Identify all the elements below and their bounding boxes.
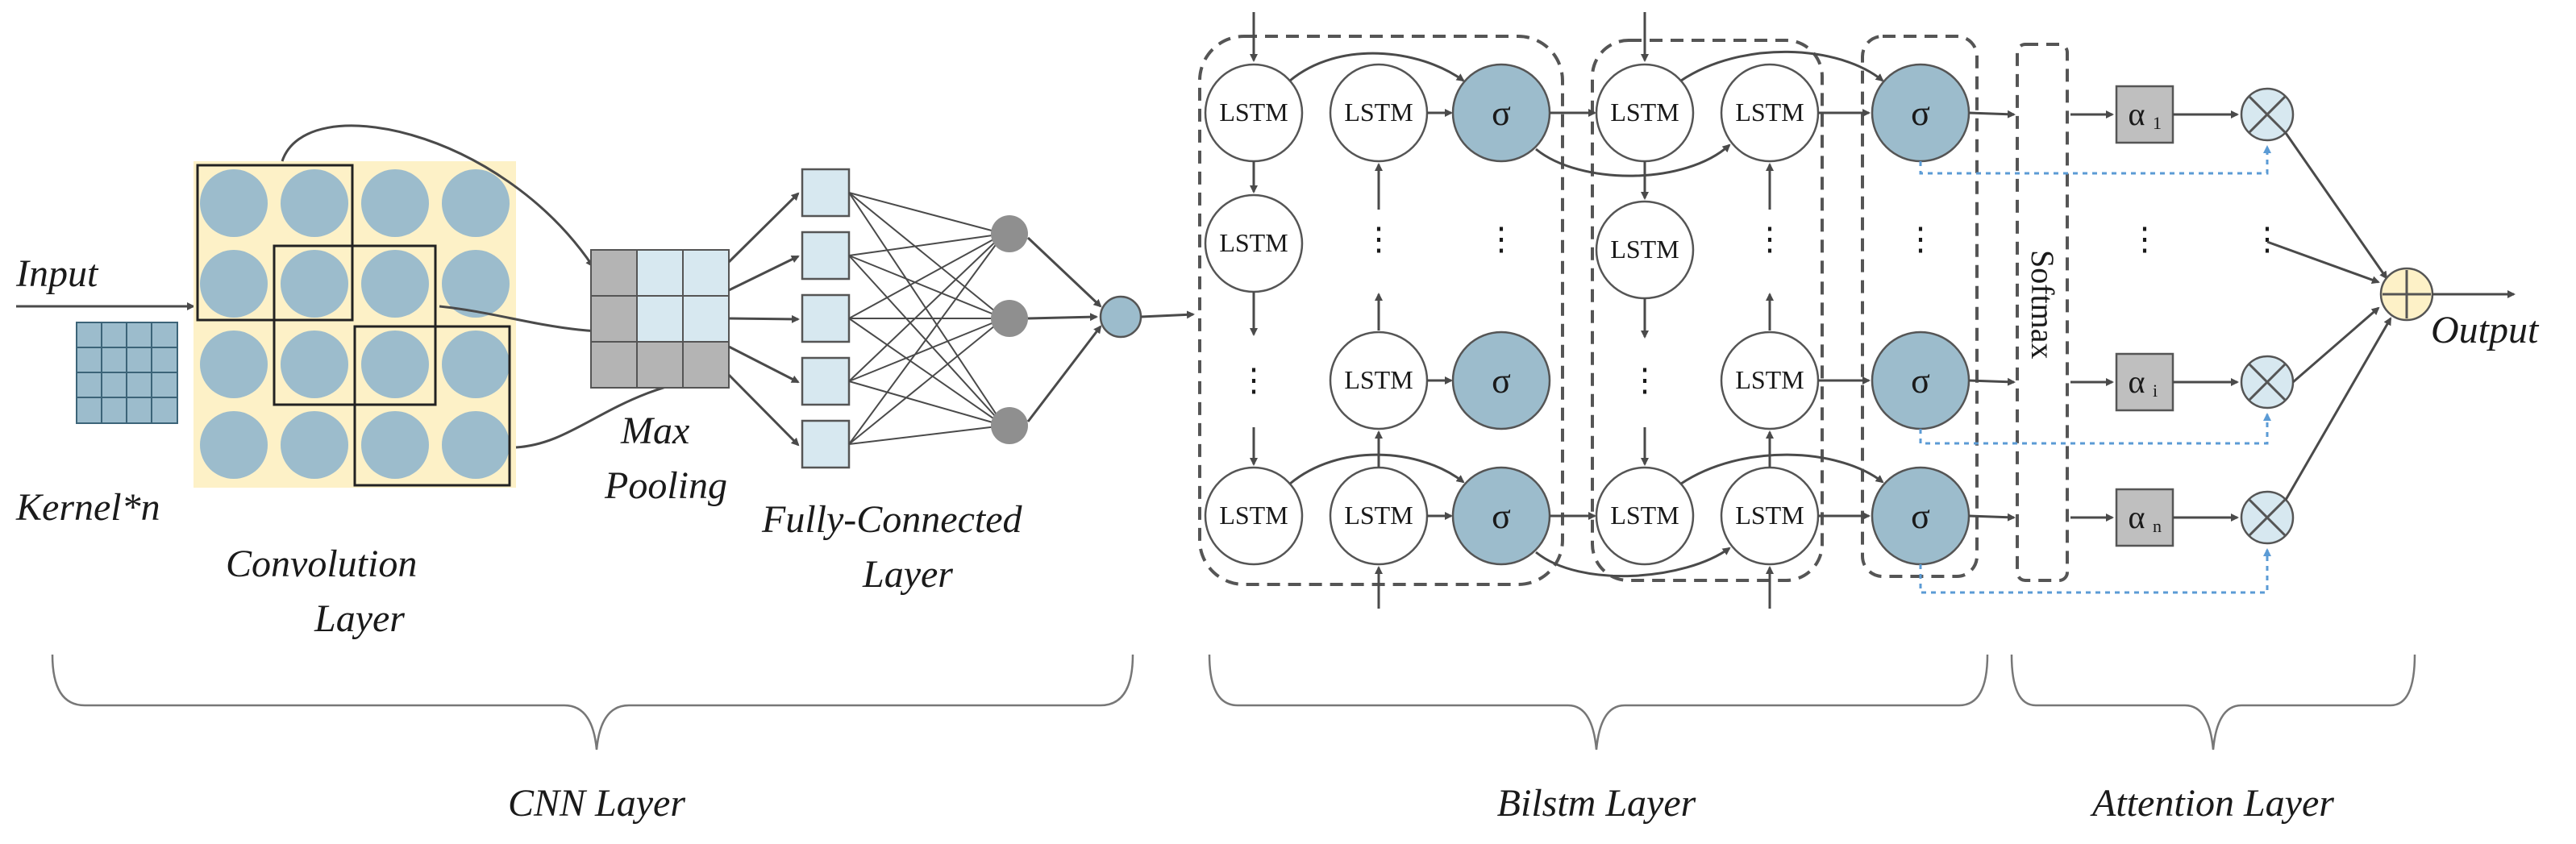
maxpool-label-1: Max — [620, 410, 689, 452]
svg-text:σ: σ — [1492, 497, 1511, 536]
sigma-node: σ — [1871, 466, 1970, 566]
softmax-box — [2016, 43, 2069, 582]
sigma-node: σ — [1451, 63, 1551, 163]
conv-label-2: Layer — [314, 597, 405, 640]
section-label-cnn: CNN Layer — [508, 782, 685, 825]
section-braces — [51, 654, 2416, 750]
lstm-cell: LSTM — [1329, 63, 1429, 163]
maxpool-grid — [590, 249, 730, 389]
multiply-node-i — [2240, 355, 2295, 410]
bilstm-block: LSTM LSTM ⋮ LSTM LSTM ⋮ LSTM LSTM — [1198, 12, 1979, 609]
lstm-cell: LSTM — [1204, 63, 1304, 163]
svg-text:LSTM: LSTM — [1344, 98, 1413, 127]
lstm-cell: LSTM — [1720, 331, 1820, 430]
softmax-label: Softmax — [2025, 250, 2061, 360]
svg-text:σ: σ — [1492, 94, 1511, 133]
svg-text:σ: σ — [1492, 361, 1511, 401]
lstm-cell: LSTM — [1595, 63, 1695, 163]
svg-text:LSTM: LSTM — [1610, 98, 1679, 127]
alpha-box-i: α i — [2115, 352, 2174, 412]
lstm-cell: LSTM — [1595, 200, 1695, 300]
ellipsis: ⋮ — [1485, 221, 1517, 257]
cnn-block: Input Kernel*n Convolution Layer — [15, 124, 1195, 640]
fc-label-2: Layer — [862, 553, 953, 596]
sigma-node: σ — [1451, 331, 1551, 430]
brace-cnn — [51, 654, 1134, 750]
svg-text:LSTM: LSTM — [1344, 365, 1413, 394]
sigma-node: σ — [1871, 331, 1970, 430]
sigma-node: σ — [1871, 63, 1970, 163]
svg-text:LSTM: LSTM — [1610, 235, 1679, 264]
ellipsis: ⋮ — [2251, 221, 2283, 257]
attention-skip-1 — [1919, 145, 2271, 175]
attention-skip-n — [1919, 548, 2271, 594]
lstm-cell: LSTM — [1720, 63, 1820, 163]
conv-label-1: Convolution — [226, 543, 417, 585]
ellipsis: ⋮ — [1629, 362, 1661, 398]
section-label-attention: Attention Layer — [2090, 782, 2334, 825]
fc-boxes — [801, 168, 851, 469]
output-label: Output — [2431, 309, 2540, 351]
lstm-cell: LSTM — [1204, 193, 1304, 293]
pool-to-fc-edges — [727, 192, 800, 447]
brace-attention — [2010, 654, 2416, 750]
bilstm-group-2 — [1591, 39, 1824, 582]
ellipsis: ⋮ — [2129, 221, 2161, 257]
kernel-label: Kernel*n — [15, 486, 160, 529]
svg-text:LSTM: LSTM — [1735, 98, 1804, 127]
ellipsis: ⋮ — [1363, 221, 1395, 257]
kernel-grid — [76, 322, 178, 424]
section-label-bilstm: Bilstm Layer — [1497, 782, 1696, 825]
svg-text:LSTM: LSTM — [1219, 228, 1288, 257]
svg-text:LSTM: LSTM — [1735, 501, 1804, 530]
alpha-box-1: α 1 — [2115, 85, 2174, 144]
svg-text:α: α — [2129, 499, 2145, 535]
multiply-node-1 — [2240, 87, 2295, 142]
sigma-node: σ — [1451, 466, 1551, 566]
svg-text:σ: σ — [1911, 94, 1930, 133]
sum-node — [2379, 267, 2434, 322]
svg-text:1: 1 — [2153, 113, 2162, 133]
ellipsis: ⋮ — [1238, 362, 1270, 398]
lstm-cell: LSTM — [1720, 466, 1820, 566]
attention-block: Softmax α 1 ⋮ α i α n — [1919, 43, 2540, 594]
maxpool-label-2: Pooling — [604, 464, 727, 507]
svg-text:LSTM: LSTM — [1219, 501, 1288, 530]
brace-bilstm — [1208, 654, 1989, 750]
alpha-box-n: α n — [2115, 488, 2174, 547]
fc-label-1: Fully-Connected — [761, 498, 1023, 541]
input-label: Input — [15, 252, 99, 295]
svg-text:α: α — [2129, 96, 2145, 132]
svg-text:i: i — [2153, 380, 2158, 401]
ellipsis: ⋮ — [1754, 221, 1786, 257]
ellipsis: ⋮ — [1904, 221, 1937, 257]
svg-text:n: n — [2153, 516, 2162, 536]
conv-circles — [200, 169, 510, 479]
fc-output-node — [1099, 295, 1142, 339]
svg-text:σ: σ — [1911, 361, 1930, 401]
lstm-cell: LSTM — [1329, 331, 1429, 430]
svg-text:α: α — [2129, 364, 2145, 400]
lstm-cell: LSTM — [1204, 466, 1304, 566]
bilstm-group-1 — [1198, 35, 1564, 586]
svg-text:LSTM: LSTM — [1219, 98, 1288, 127]
lstm-cell: LSTM — [1329, 466, 1429, 566]
svg-text:LSTM: LSTM — [1610, 501, 1679, 530]
fc-edges — [848, 192, 1005, 445]
svg-text:σ: σ — [1911, 497, 1930, 536]
conv-windows — [196, 164, 511, 487]
multiply-node-n — [2240, 490, 2295, 545]
fc-gray-nodes — [991, 215, 1028, 444]
lstm-cell: LSTM — [1595, 466, 1695, 566]
svg-text:LSTM: LSTM — [1735, 365, 1804, 394]
attention-skip-i — [1919, 413, 2271, 445]
svg-text:LSTM: LSTM — [1344, 501, 1413, 530]
